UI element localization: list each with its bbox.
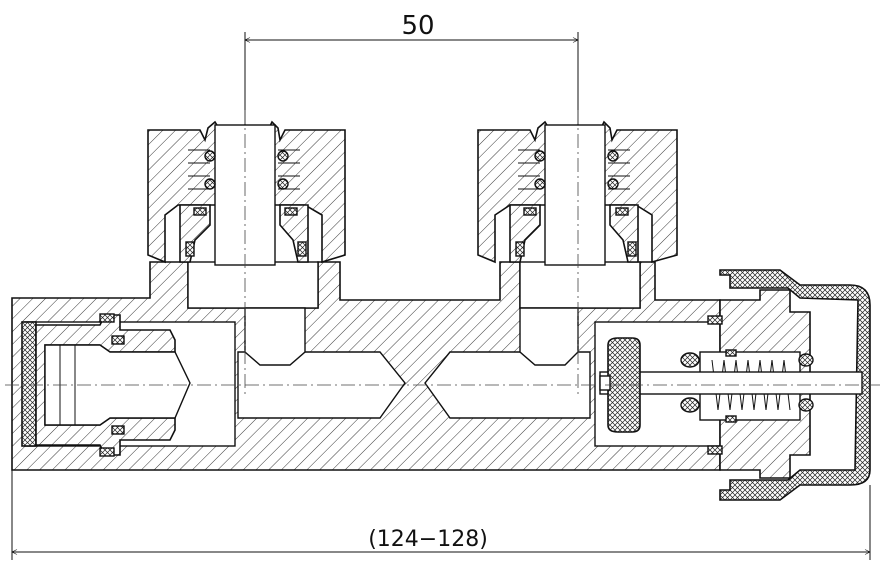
dimension-124-128-label: (124−128) [368,527,488,552]
center-lines [5,110,880,395]
left-end-coupling [21,313,191,457]
right-top-fitting [477,120,678,266]
right-valve-assembly [599,269,871,501]
bottom-dimension: (124−128) [12,470,870,560]
dimension-50-label: 50 [401,11,434,41]
left-top-fitting [147,120,346,266]
